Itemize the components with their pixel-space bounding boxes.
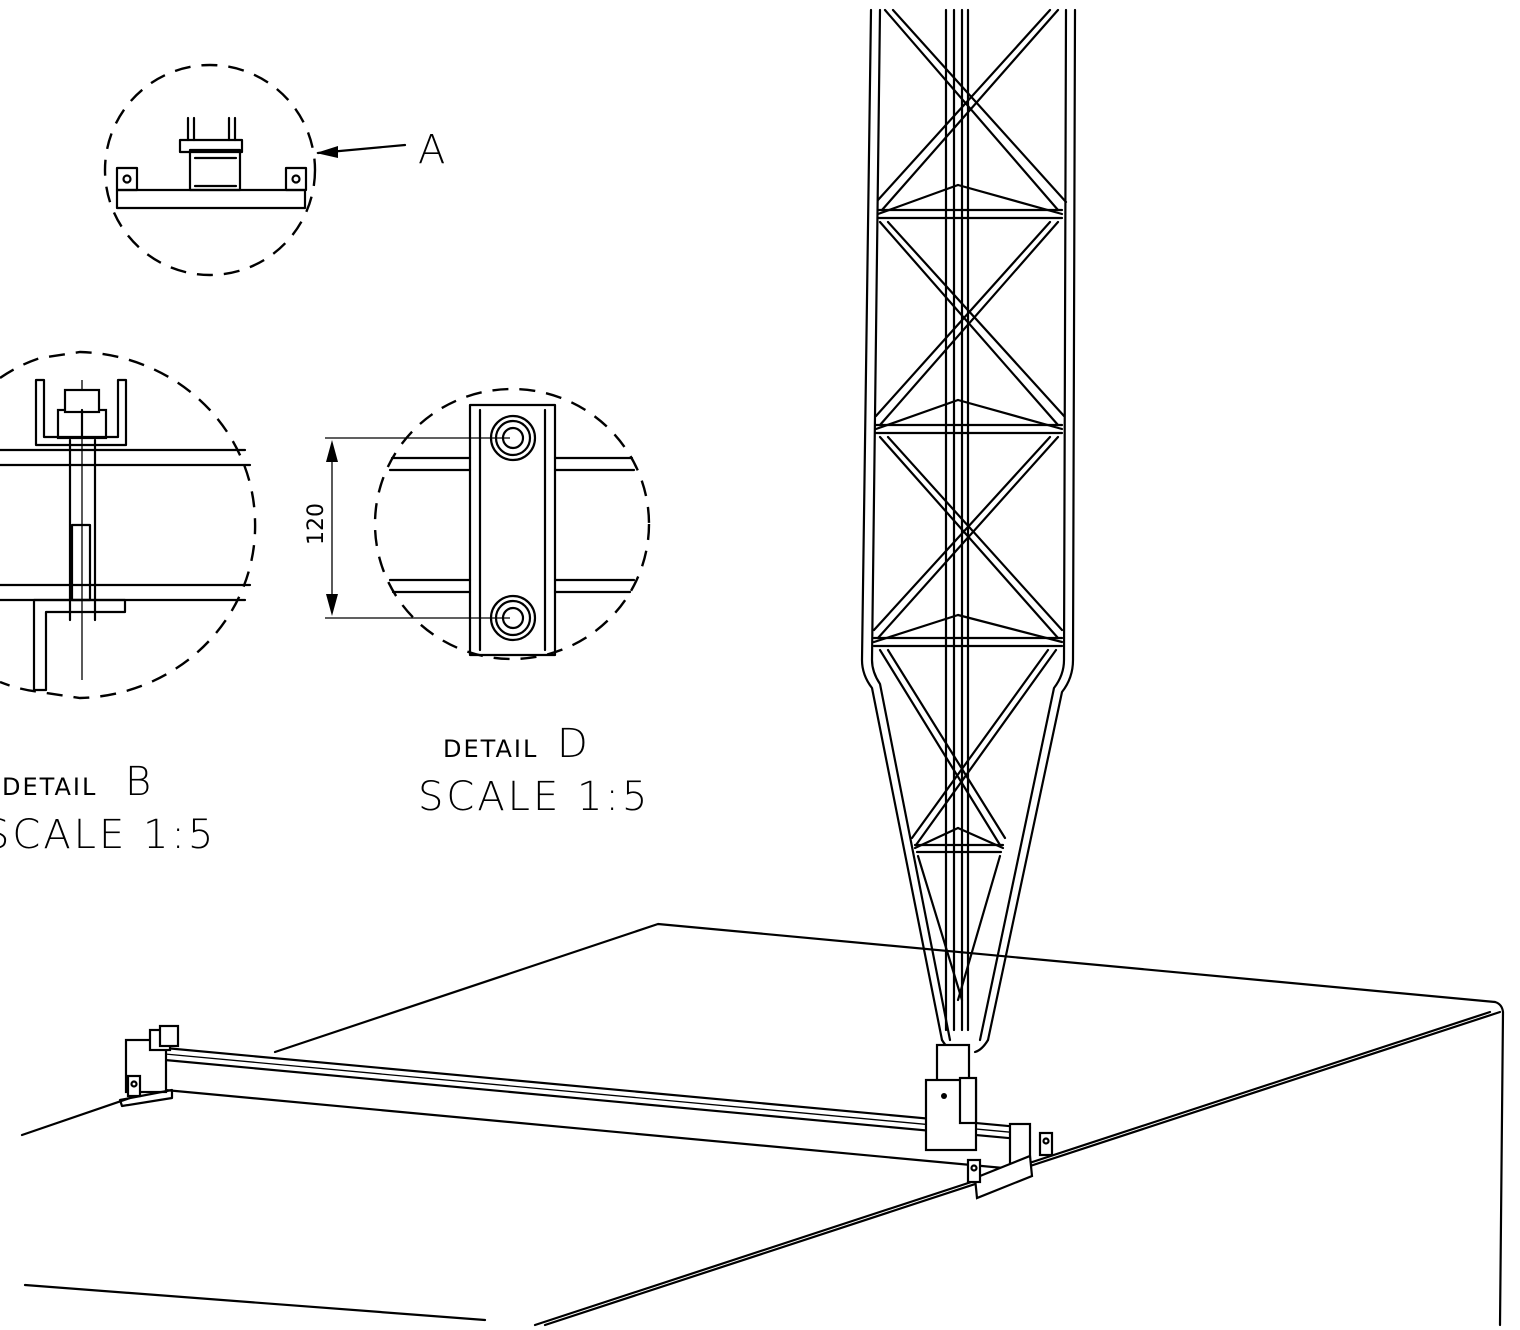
base-beam <box>118 1024 1054 1200</box>
detail-b-boundary <box>0 350 257 700</box>
detail-d-plate <box>468 403 557 657</box>
mast-frame-2 <box>874 398 1064 435</box>
detail-d-view <box>325 387 651 661</box>
lattice-mast <box>860 8 1077 1152</box>
detail-d-letter: D <box>557 721 591 767</box>
detail-a-view <box>103 63 407 277</box>
detail-b-word: DETAIL <box>2 773 97 801</box>
detail-a-base-plate <box>115 188 307 210</box>
roof-block <box>20 922 1505 1327</box>
detail-a-boundary <box>103 63 317 277</box>
detail-d-boundary <box>373 387 651 661</box>
detail-a-bracket <box>188 148 242 192</box>
detail-b-letter: B <box>125 759 154 805</box>
dimension-120: 120 <box>304 503 329 545</box>
detail-d-word: DETAIL <box>443 735 538 763</box>
detail-a-arrowhead <box>316 146 338 158</box>
detail-b-scale: SCALE 1:5 <box>0 812 216 858</box>
detail-b-view <box>0 350 257 700</box>
mast-frame-1 <box>876 183 1064 220</box>
detail-d-scale: SCALE 1:5 <box>418 774 650 820</box>
mast-socket <box>935 1043 971 1083</box>
beam-right-plate <box>973 1154 1034 1200</box>
mast-frame-3 <box>872 613 1064 648</box>
detail-a-marker: A <box>418 127 448 173</box>
detail-b-angle <box>32 598 127 692</box>
mast-frame-4 <box>913 826 1005 854</box>
